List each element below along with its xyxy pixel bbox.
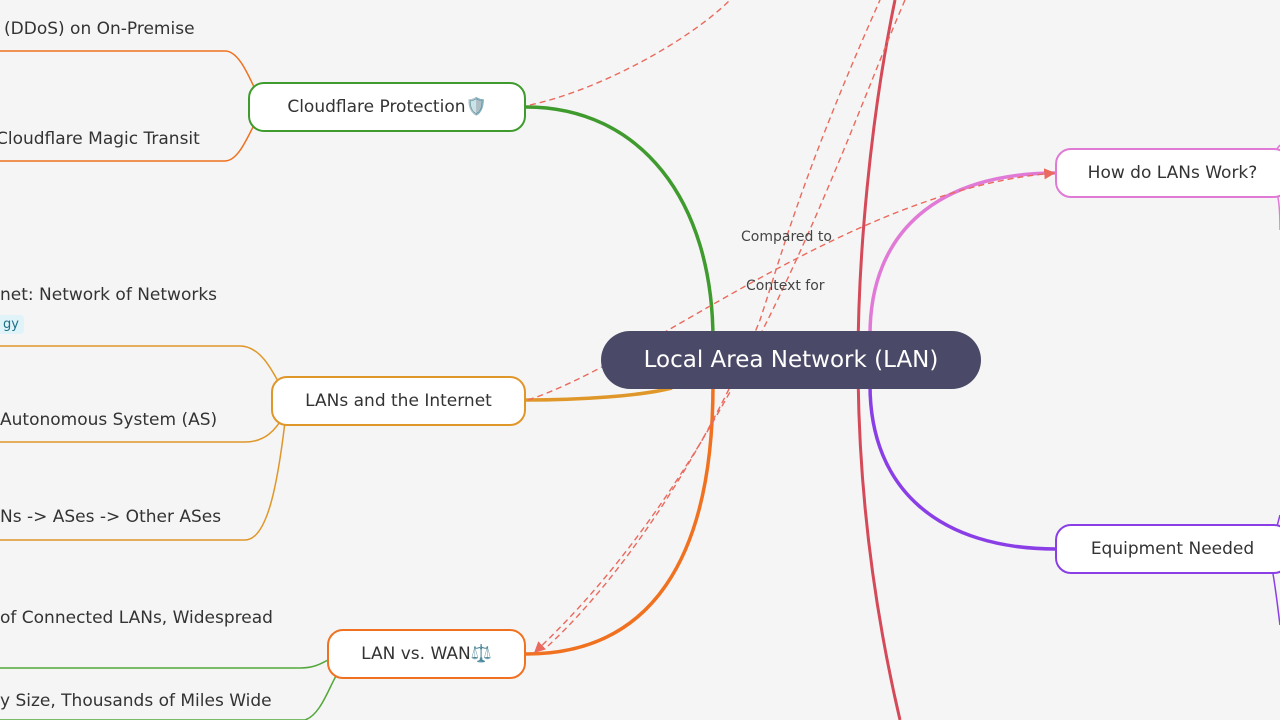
link-root-cloudflare	[525, 105, 715, 341]
node-label: LANs and the Internet	[305, 391, 492, 411]
leaf-wan-1[interactable]: of Connected LANs, Widespread	[0, 608, 273, 628]
node-label: How do LANs Work?	[1087, 163, 1258, 183]
node-cloudflare-protection[interactable]: Cloudflare Protection🛡️	[248, 82, 526, 132]
link-equipment-child-2	[1271, 567, 1280, 626]
leaf-cloudflare-2[interactable]: Cloudflare Magic Transit	[0, 129, 200, 149]
crosslink-context-for	[527, 168, 1056, 401]
leaf-internet-tag: gy	[0, 315, 24, 334]
node-how-lans-work[interactable]: How do LANs Work?	[1055, 148, 1280, 198]
node-equipment-needed[interactable]: Equipment Needed	[1055, 524, 1280, 574]
leaf-internet-2[interactable]: Autonomous System (AS)	[0, 410, 218, 430]
edge-label-compared-to: Compared to	[741, 229, 832, 245]
link-internet-child-3	[0, 421, 286, 541]
leaf-wan-2[interactable]: y Size, Thousands of Miles Wide	[0, 691, 272, 711]
link-wan-child-1	[0, 659, 329, 669]
link-internet-child-1	[0, 345, 281, 386]
link-root-wan	[525, 384, 715, 656]
leaf-internet-1[interactable]: net: Network of Networks	[0, 285, 218, 305]
node-lans-and-internet[interactable]: LANs and the Internet	[271, 376, 526, 426]
link-root-internet	[525, 386, 673, 402]
crosslink-compared-to	[533, 0, 906, 653]
node-label: Equipment Needed	[1090, 539, 1255, 559]
root-node-label: Local Area Network (LAN)	[643, 347, 939, 373]
leaf-internet-3[interactable]: Ns -> ASes -> Other ASes	[0, 507, 222, 527]
crosslink-wan-up	[547, 0, 881, 647]
node-label: Cloudflare Protection🛡️	[287, 97, 487, 117]
link-root-equipment	[868, 384, 1057, 551]
crosslink-cloudflare-top	[529, 0, 731, 106]
edge-label-context-for: Context for	[746, 278, 825, 294]
node-label: LAN vs. WAN⚖️	[361, 644, 492, 664]
node-lan-vs-wan[interactable]: LAN vs. WAN⚖️	[327, 629, 526, 679]
link-root-how	[868, 171, 1057, 336]
leaf-cloudflare-1[interactable]: (DDoS) on On-Premise	[4, 19, 195, 39]
link-cloudflare-child-1	[0, 50, 259, 96]
root-node[interactable]: Local Area Network (LAN)	[601, 331, 981, 389]
